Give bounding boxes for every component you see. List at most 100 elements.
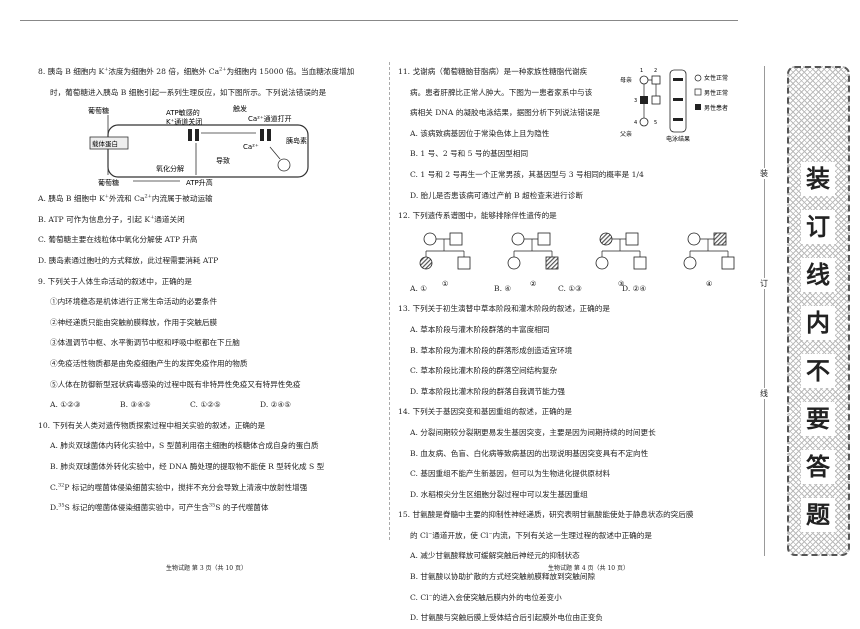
- q13-option-d[interactable]: D. 草本阶段比灌木阶段的群落自我调节能力强: [410, 386, 565, 396]
- q11-stem-line1: 11. 戈谢病（葡萄糖脑苷脂病）是一种家族性糖脂代谢疾: [398, 67, 588, 76]
- gel-label: 电泳结果: [666, 135, 690, 143]
- q13-stem: 13. 下列关于初生演替中草本阶段和灌木阶段的叙述，正确的是: [398, 304, 610, 314]
- q12-option-a[interactable]: A. ①: [410, 283, 428, 293]
- trigger-label: 触发: [233, 104, 247, 113]
- pedigree-lines: [643, 79, 657, 118]
- q9-option-d[interactable]: D. ②④⑤: [260, 400, 292, 410]
- legend-male: 男性正常: [704, 89, 728, 97]
- pedigree-2-group: ②: [507, 232, 559, 287]
- legend-female: 女性正常: [704, 74, 728, 82]
- legend-male-icon: [694, 88, 702, 96]
- vesicle: [277, 158, 291, 172]
- side-char-3: 线: [758, 388, 770, 399]
- pedigree-5: [639, 117, 649, 127]
- q11-figure: 母亲 1 2 3 4 5 父亲 电泳结果 女性正常 男性正常 男性患者: [618, 64, 758, 144]
- q10-option-b[interactable]: B. 肺炎双球菌体外转化实验中，经 DNA 酶处理的提取物不能使 R 型转化成 …: [50, 461, 325, 471]
- ca-channel-right: [267, 129, 271, 142]
- q8-option-c[interactable]: C. 葡萄糖主要在线粒体中氧化分解使 ATP 升高: [38, 235, 198, 245]
- flow-arrows: [107, 115, 281, 182]
- q9-stem: 9. 下列关于人体生命活动的叙述中，正确的是: [38, 276, 192, 286]
- q8-stem-line2: 时，葡萄糖进入胰岛 B 细胞引起一系列生理反应，如下图所示。下列说法错误的是: [50, 87, 327, 97]
- q8-stem-line1: 8. 胰岛 B 细胞内 K+浓度为细胞外 28 倍，细胞外 Ca2+为细胞内 1…: [38, 66, 355, 76]
- induce-label: 导致: [216, 156, 230, 165]
- q15-option-c[interactable]: C. Cl⁻的进入会使突触后膜内外的电位差变小: [410, 592, 562, 602]
- atp-channel-label1: ATP敏感的: [166, 108, 200, 117]
- q10-stem: 10. 下列有关人类对遗传物质探索过程中相关实验的叙述，正确的是: [38, 420, 266, 430]
- q13-option-a[interactable]: A. 草本阶段与灌木阶段群落的丰富度相同: [410, 324, 550, 334]
- pedigree-1: [639, 75, 649, 85]
- ca-open-label: Ca²⁺通道打开: [248, 114, 292, 123]
- side-char-2: 订: [758, 278, 770, 289]
- q8-figure: 葡萄糖 载体蛋白 ATP敏感的 K⁺通道关闭 触发 Ca²⁺通道打开 Ca²⁺ …: [88, 104, 309, 187]
- mother-label: 母亲: [620, 76, 632, 84]
- pedigree-4: [651, 95, 661, 105]
- q12-option-c[interactable]: C. ①③: [558, 283, 582, 293]
- svg-text:3: 3: [634, 98, 637, 104]
- q9-item-1: ①内环境稳态是机体进行正常生命活动的必要条件: [50, 297, 218, 307]
- q11-option-c[interactable]: C. 1 号和 2 号再生一个正常男孩，其基因型与 3 号相同的概率是 1/4: [410, 169, 644, 179]
- pedigree-3-group: ③: [595, 232, 647, 287]
- k-channel-left: [188, 129, 192, 142]
- oxidation-label: 氧化分解: [156, 164, 184, 173]
- q12-option-b[interactable]: B. ④: [494, 283, 512, 293]
- pedigree-label-4: ④: [706, 280, 712, 287]
- q9-item-4: ④免疫活性物质都是由免疫细胞产生的发挥免疫作用的物质: [50, 358, 248, 368]
- q9-option-b[interactable]: B. ③④⑤: [120, 400, 151, 410]
- insulin-label: 胰岛素: [286, 136, 307, 145]
- q9-option-c[interactable]: C. ①②⑤: [190, 400, 221, 410]
- binding-char-4: 内: [801, 306, 835, 340]
- q11-stem-line3: 病相关 DNA 的凝胶电泳结果，据图分析下列说法错误是: [410, 108, 601, 118]
- q8-option-d[interactable]: D. 胰岛素通过胞吐的方式释放，此过程需要消耗 ATP: [38, 255, 219, 265]
- binding-char-7: 答: [801, 450, 835, 484]
- q11-option-d[interactable]: D. 胎儿是否患该病可通过产前 B 超检查来进行诊断: [410, 190, 583, 200]
- k-channel-right: [195, 129, 199, 142]
- q11-stem-line2: 病。患者肝脾比正常人肿大。下图为一患者家系中与该: [410, 87, 593, 97]
- carrier-protein: [89, 136, 129, 150]
- q14-stem: 14. 下列关于基因突变和基因重组的叙述，正确的是: [398, 407, 572, 417]
- glucose-bottom-label: 葡萄糖: [98, 178, 119, 187]
- binding-char-1: 装: [801, 162, 835, 196]
- q15-option-d[interactable]: D. 甘氨酸与突触后膜上受体结合后引起膜外电位由正变负: [410, 613, 603, 623]
- q14-option-c[interactable]: C. 基因重组不能产生新基因，但可以为生物进化提供原材料: [410, 469, 611, 479]
- q8-option-a[interactable]: A. 胰岛 B 细胞中 K+外流和 Ca2+内流属于被动运输: [38, 193, 213, 204]
- q15-stem-line1: 15. 甘氨酸是脊髓中主要的抑制性神经递质，研究表明甘氨酸能使处于静息状态的突后…: [398, 510, 694, 520]
- svg-text:5: 5: [654, 120, 657, 126]
- q14-option-d[interactable]: D. 水稻根尖分生区细胞分裂过程中可以发生基因重组: [410, 489, 588, 499]
- pedigree-2: [651, 75, 661, 85]
- q9-option-a[interactable]: A. ①②③: [50, 400, 81, 410]
- q9-options: A. ①②③ B. ③④⑤ C. ①②⑤ D. ②④⑤: [38, 395, 383, 416]
- ca-channel-left: [260, 129, 264, 142]
- q9-item-2: ②神经递质只能由突触前膜释放，作用于突触后膜: [50, 317, 218, 327]
- q14-option-b[interactable]: B. 血友病、色盲、白化病等致病基因的出现说明基因突变具有不定向性: [410, 448, 649, 458]
- legend-patient: 男性患者: [704, 104, 728, 112]
- q9-item-5: ⑤人体在防御新型冠状病毒感染的过程中既有非特异性免疫又有特异性免疫: [50, 379, 301, 389]
- q11-option-a[interactable]: A. 该病致病基因位于常染色体上且为隐性: [410, 128, 550, 138]
- q15-option-a[interactable]: A. 减少甘氨酸释放可缓解突触后神经元的抑制状态: [410, 551, 580, 561]
- column-divider: [389, 62, 390, 540]
- binding-strip: 装 订 线 内 不 要 答 题: [787, 66, 850, 556]
- carrier-label: 载体蛋白: [92, 139, 118, 148]
- pedigree-label-2: ②: [530, 280, 536, 287]
- q14-option-a[interactable]: A. 分裂间期较分裂期更易发生基因突变，主要是因为间期持续的时间更长: [410, 427, 656, 437]
- q11-option-b[interactable]: B. 1 号、2 号和 5 号的基因型相同: [410, 149, 529, 159]
- ca-ion-label: Ca²⁺: [243, 143, 259, 151]
- pedigree-3: [640, 96, 648, 104]
- right-column: 11. 戈谢病（葡萄糖脑苷脂病）是一种家族性糖脂代谢疾 病。患者肝脾比正常人肿大…: [398, 62, 760, 629]
- atp-rise-label: ATP升高: [186, 178, 213, 187]
- gel-outline: [669, 69, 687, 133]
- q10-option-d[interactable]: D.35S 标记的噬菌体侵染细菌实验中，可产生含35S 的子代噬菌体: [50, 502, 269, 513]
- q12-options: A. ① B. ④ C. ①③ D. ②④: [398, 279, 760, 300]
- svg-text:1: 1: [640, 68, 643, 74]
- q13-option-b[interactable]: B. 草本阶段为灌木阶段的群落形成创造适宜环境: [410, 345, 573, 355]
- q8-option-b[interactable]: B. ATP 可作为信息分子，引起 K+通道关闭: [38, 214, 185, 224]
- pedigree-1-group: ①: [419, 232, 471, 287]
- binding-char-8: 题: [801, 498, 835, 532]
- pedigree-label-3: ③: [618, 280, 624, 287]
- q10-option-c[interactable]: C.32P 标记的噬菌体侵染细菌实验中，搅拌不充分会导致上清液中放射性增强: [50, 481, 308, 492]
- q13-option-c[interactable]: C. 草本阶段比灌木阶段的群落空间结构复杂: [410, 366, 558, 376]
- q15-option-b[interactable]: B. 甘氨酸以协助扩散的方式经突触前膜释放到突触间隙: [410, 572, 596, 582]
- q12-option-d[interactable]: D. ②④: [622, 283, 647, 293]
- binding-side-line: [764, 66, 765, 556]
- q10-option-a[interactable]: A. 肺炎双球菌体内转化实验中，S 型菌利用宿主细胞的核糖体合成自身的蛋白质: [50, 441, 319, 451]
- right-footer: 生物试题 第 4 页（共 10 页）: [548, 565, 629, 572]
